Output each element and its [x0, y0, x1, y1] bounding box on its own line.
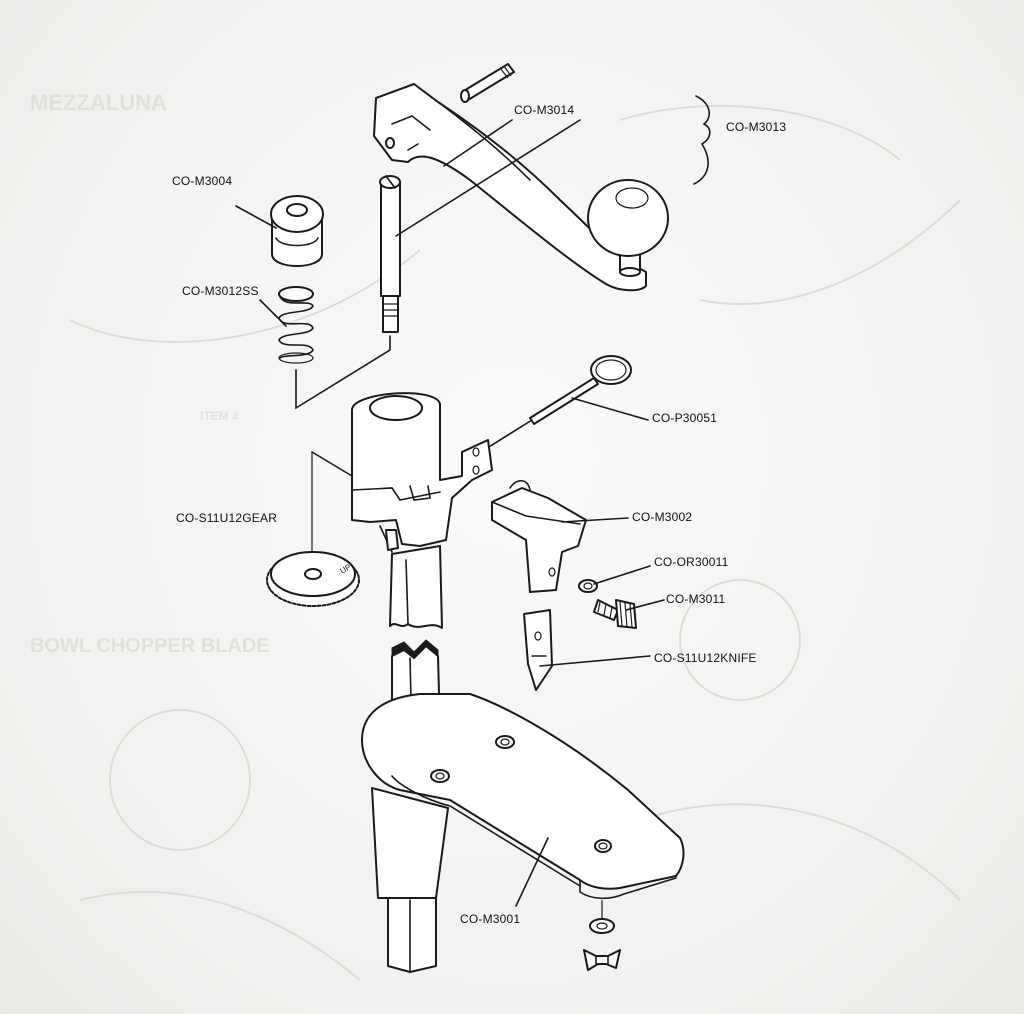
label-co-m3014: CO-M3014 [514, 103, 575, 117]
leader-m3012ss [259, 299, 287, 327]
leader-m3014-shaft [395, 119, 581, 237]
wing-nut [583, 900, 621, 971]
label-co-s11u12gear: CO-S11U12GEAR [176, 511, 278, 525]
label-co-s11u12knife: CO-S11U12KNIFE [654, 651, 757, 665]
assembly-leader-spring [295, 335, 391, 410]
bottom-washer [589, 918, 615, 934]
cutter-holder [491, 479, 587, 593]
drive-shaft [379, 175, 401, 333]
label-co-p30051: CO-P30051 [652, 411, 718, 425]
handle-pin [460, 63, 515, 103]
label-co-or30011: CO-OR30011 [654, 555, 729, 569]
label-co-m3012ss: CO-M3012SS [182, 284, 259, 298]
base-plate [361, 693, 685, 973]
ghost-heading-mezzaluna: MEZZALUNA [30, 90, 167, 115]
leader-p30051 [571, 397, 649, 421]
brace-m3013 [693, 95, 711, 185]
gear: UP [266, 451, 360, 607]
label-co-m3002: CO-M3002 [632, 510, 693, 524]
ghost-table-header: ITEM # [200, 409, 239, 423]
leader-m3001 [515, 837, 549, 907]
leader-m3014-crank [443, 119, 513, 167]
thumb-screw [593, 599, 637, 629]
bushing [270, 195, 324, 267]
label-co-m3004: CO-M3004 [172, 174, 233, 188]
leader-m3004 [235, 205, 277, 229]
spring [278, 286, 314, 364]
label-co-m3001: CO-M3001 [460, 912, 521, 926]
ghost-heading-bowl-chopper: BOWL CHOPPER BLADE [30, 635, 270, 657]
frame-body [351, 392, 493, 553]
label-co-m3013: CO-M3013 [726, 120, 787, 134]
cutting-knife [523, 609, 553, 691]
label-co-m3011: CO-M3011 [666, 592, 726, 606]
split-pin [529, 355, 632, 425]
washer [578, 579, 598, 593]
leader-or30011 [593, 565, 651, 585]
leader-knife [539, 655, 651, 667]
leader-m3002 [561, 517, 629, 523]
leader-m3011 [625, 599, 665, 611]
crank-handle [373, 83, 669, 292]
